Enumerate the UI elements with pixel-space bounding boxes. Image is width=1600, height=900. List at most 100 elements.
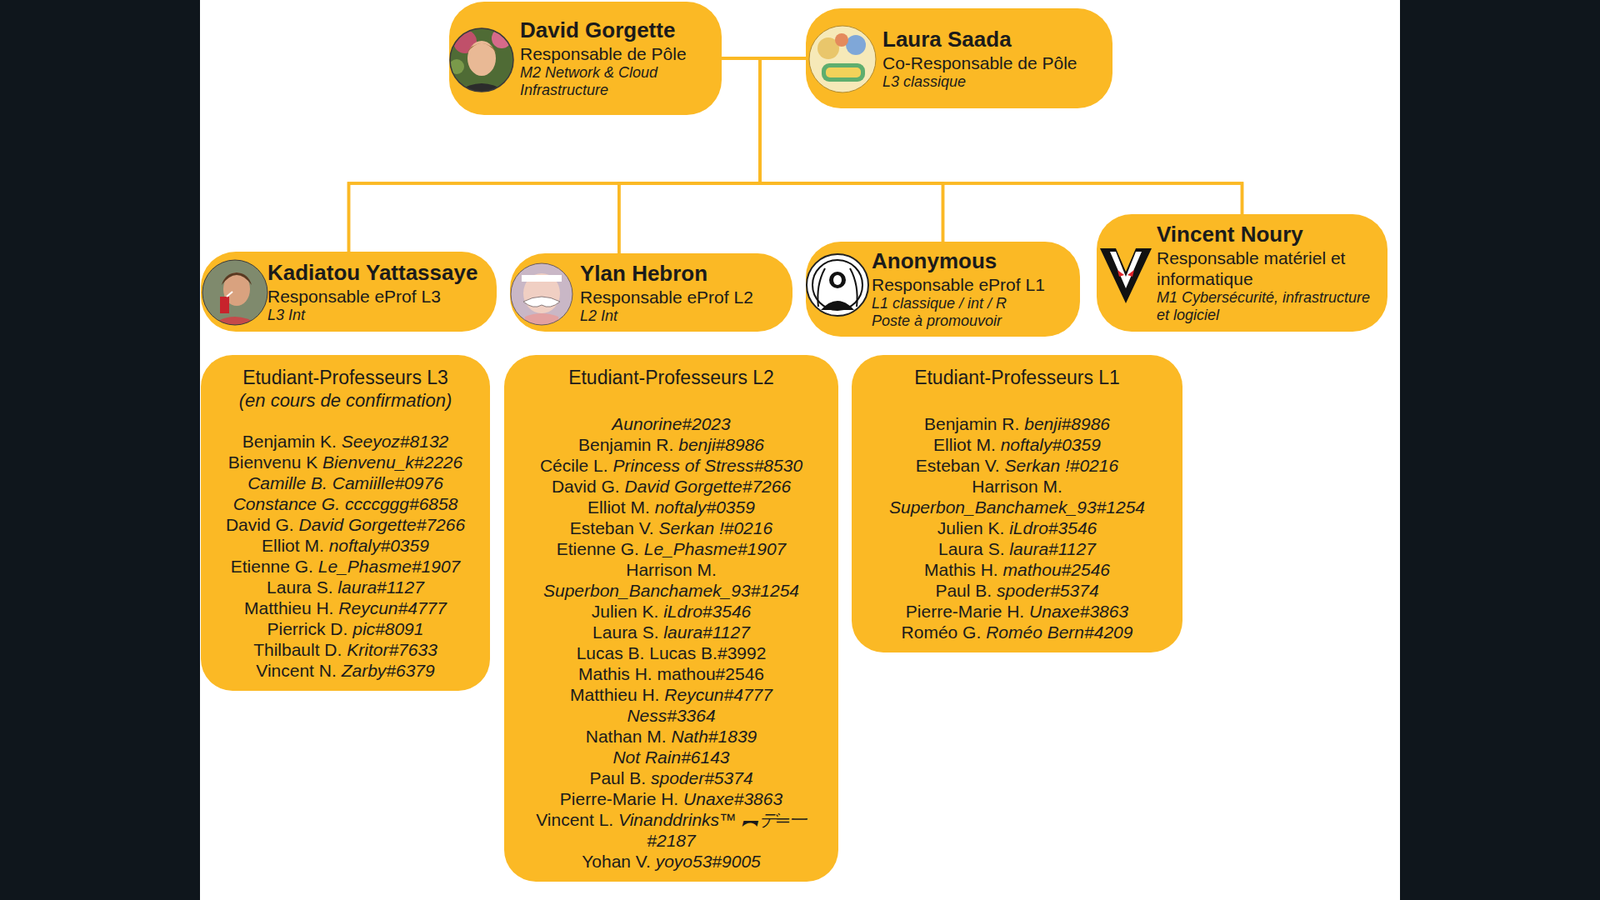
list-row: Aunorine#2023 bbox=[512, 413, 830, 435]
list-row: Bienvenu KBienvenu_k#2226 bbox=[209, 451, 482, 473]
student-handle: spoder#5374 bbox=[996, 580, 1100, 600]
person-role: Responsable eProf L1 bbox=[871, 274, 1069, 295]
student-list-box: Etudiant-Professeurs L2 Aunorine#2023Benj… bbox=[504, 355, 839, 882]
list-rows: Benjamin K.Seeyoz#8132Bienvenu KBienvenu… bbox=[209, 430, 482, 681]
student-handle: mathou#2546 bbox=[657, 664, 765, 684]
student-name: David G. bbox=[225, 515, 295, 535]
person-name: Laura Saada bbox=[882, 26, 1101, 53]
student-handle: Ness#3364 bbox=[626, 705, 715, 725]
list-row: Not Rain#6143 bbox=[512, 746, 830, 768]
student-handle: benji#8986 bbox=[678, 435, 765, 455]
list-row: Esteban V.Serkan !#0216 bbox=[512, 517, 830, 539]
avatar-photo bbox=[448, 26, 515, 94]
student-name: Esteban V. bbox=[570, 518, 655, 538]
person-detail: M2 Network & Cloud Infrastructure bbox=[520, 64, 710, 100]
student-handle: Harrison M. bbox=[971, 476, 1063, 496]
student-name: Thilbault D. bbox=[253, 640, 342, 660]
person-detail: L1 classique / int / R bbox=[871, 295, 1069, 313]
list-row: Camille B.Camiille#0976 bbox=[209, 472, 482, 494]
student-name: Benjamin K. bbox=[242, 431, 337, 451]
student-list-box: Etudiant-Professeurs L3(en cours de conf… bbox=[200, 355, 490, 691]
list-row: Mathis H.mathou#2546 bbox=[512, 663, 830, 685]
student-handle: Nath#1839 bbox=[671, 726, 758, 746]
person-role: Co-Responsable de Pôle bbox=[882, 52, 1101, 74]
person-role: Responsable matériel et informatique bbox=[1156, 247, 1376, 290]
student-handle: benji#8986 bbox=[1024, 414, 1110, 434]
list-title: Etudiant-Professeurs L2 bbox=[512, 365, 830, 390]
list-row: Etienne G.Le_Phasme#1907 bbox=[512, 538, 830, 560]
student-handle: Unaxe#3863 bbox=[683, 789, 783, 809]
list-row: Benjamin R.benji#8986 bbox=[512, 434, 830, 455]
student-name: Laura S. bbox=[266, 577, 333, 597]
student-name: Benjamin R. bbox=[578, 435, 674, 455]
student-name: Etienne G. bbox=[230, 556, 314, 576]
student-handle: Kritor#7633 bbox=[346, 640, 438, 660]
student-handle: Not Rain#6143 bbox=[612, 747, 730, 767]
student-handle: Superbon_Banchamek_93#1254 bbox=[543, 580, 800, 600]
avatar-photo bbox=[201, 259, 269, 327]
student-handle: laura#1127 bbox=[663, 622, 750, 642]
list-row: Etienne G.Le_Phasme#1907 bbox=[209, 555, 482, 577]
list-row: Laura S.laura#1127 bbox=[209, 576, 482, 598]
student-name: Benjamin R. bbox=[924, 414, 1020, 434]
student-handle: Camiille#0976 bbox=[332, 473, 444, 493]
list-row: Elliot M.noftaly#0359 bbox=[209, 535, 482, 556]
person-detail: L2 Int bbox=[580, 307, 781, 325]
list-row: Laura S.laura#1127 bbox=[512, 621, 830, 643]
student-name: Yohan V. bbox=[581, 851, 651, 871]
student-handle: David Gorgette#7266 bbox=[298, 515, 465, 535]
person-detail: M1 Cybersécurité, infrastructure et logi… bbox=[1156, 289, 1376, 325]
student-handle: Unaxe#3863 bbox=[1029, 601, 1129, 621]
list-row: David G.David Gorgette#7266 bbox=[512, 475, 830, 497]
student-name: David G. bbox=[551, 476, 620, 496]
student-name: Vincent N. bbox=[255, 660, 337, 680]
list-row: Julien K.iLdro#3546 bbox=[512, 600, 830, 622]
list-row: Matthieu H.Reycun#4777 bbox=[209, 597, 482, 619]
list-rows: Benjamin R.benji#8986Elliot M.noftaly#03… bbox=[860, 413, 1175, 643]
list-title: Etudiant-Professeurs L3 bbox=[209, 365, 482, 390]
student-name: Laura S. bbox=[592, 622, 659, 642]
person-role: Responsable eProf L3 bbox=[267, 285, 485, 307]
person-name: David Gorgette bbox=[520, 17, 710, 44]
list-row: Julien K.iLdro#3546 bbox=[860, 517, 1175, 539]
student-handle: noftaly#0359 bbox=[329, 535, 430, 555]
list-row: Thilbault D.Kritor#7633 bbox=[209, 639, 482, 660]
list-row: Roméo G.Roméo Bern#4209 bbox=[860, 621, 1175, 643]
student-name: Cécile L. bbox=[540, 455, 609, 475]
student-handle: laura#1127 bbox=[1009, 539, 1096, 559]
list-row: Superbon_Banchamek_93#1254 bbox=[860, 496, 1175, 518]
student-name: Etienne G. bbox=[556, 539, 640, 559]
avatar-logo bbox=[808, 25, 877, 94]
student-name: Roméo G. bbox=[901, 622, 982, 642]
student-name: Esteban V. bbox=[915, 455, 1000, 475]
student-name: Nathan M. bbox=[585, 726, 667, 746]
person-detail: L3 Int bbox=[267, 306, 485, 325]
list-row: Mathis H.mathou#2546 bbox=[860, 559, 1175, 580]
student-name: Pierre-Marie H. bbox=[905, 601, 1025, 621]
person-box: Laura SaadaCo-Responsable de PôleL3 clas… bbox=[805, 8, 1113, 109]
student-handle: Serkan !#0216 bbox=[1005, 455, 1120, 475]
student-handle: laura#1127 bbox=[337, 577, 425, 597]
student-handle: Le_Phasme#1907 bbox=[644, 539, 786, 559]
student-handle: David Gorgette#7266 bbox=[624, 476, 791, 496]
student-handle: iLdro#3546 bbox=[663, 601, 751, 621]
list-row: Nathan M.Nath#1839 bbox=[512, 725, 830, 747]
list-row: Esteban V.Serkan !#0216 bbox=[860, 455, 1175, 476]
student-name: Elliot M. bbox=[933, 435, 996, 455]
avatar-drawing bbox=[510, 262, 574, 327]
list-row: Lucas B.Lucas B.#3992 bbox=[512, 642, 830, 664]
student-handle: Lucas B.#3992 bbox=[649, 643, 766, 663]
person-name: Ylan Hebron bbox=[580, 260, 781, 287]
student-handle: Serkan !#0216 bbox=[659, 518, 774, 538]
student-handle: spoder#5374 bbox=[650, 768, 754, 788]
person-name: Anonymous bbox=[871, 248, 1069, 275]
list-row: Harrison M. bbox=[860, 475, 1175, 497]
list-row: Paul B.spoder#5374 bbox=[860, 580, 1175, 601]
list-row: Pierre-Marie H.Unaxe#3863 bbox=[512, 788, 830, 810]
person-name: Kadiatou Yattassaye bbox=[267, 260, 485, 286]
list-row: Matthieu H.Reycun#4777 bbox=[512, 684, 830, 705]
list-title: Etudiant-Professeurs L1 bbox=[860, 365, 1175, 390]
student-handle: noftaly#0359 bbox=[655, 497, 755, 517]
student-name: Matthieu H. bbox=[570, 685, 660, 705]
student-name: Julien K. bbox=[937, 518, 1005, 538]
